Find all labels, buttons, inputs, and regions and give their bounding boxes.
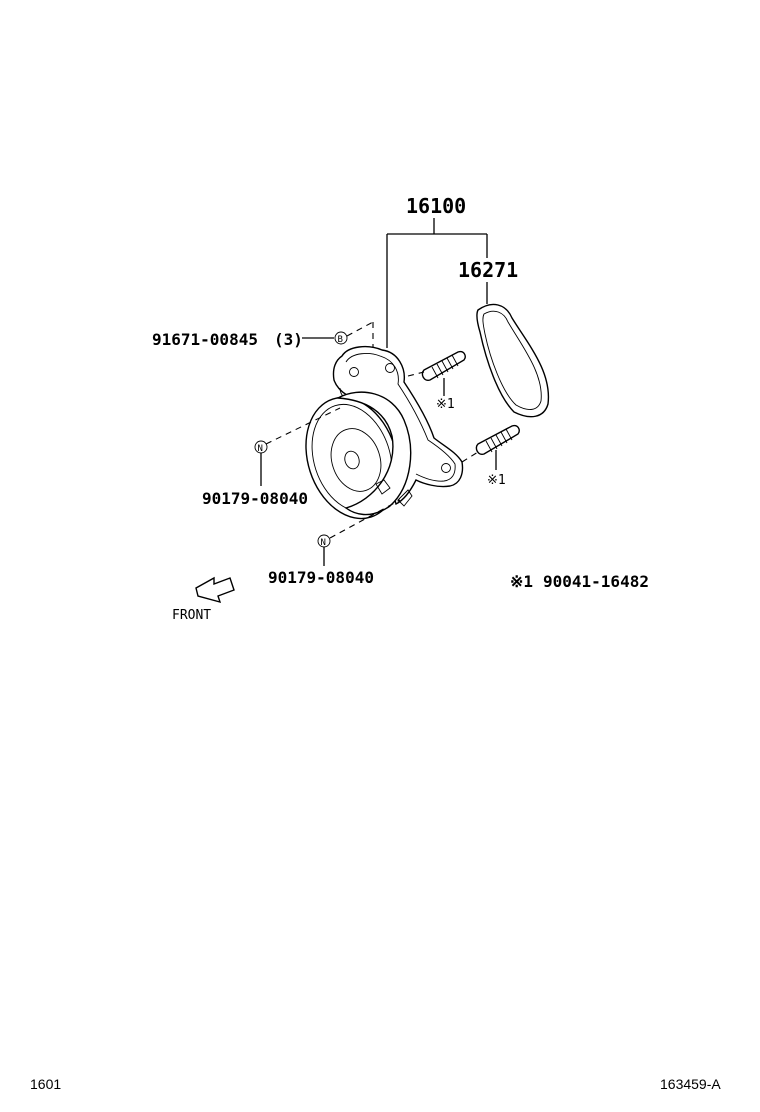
stud-upper-dash [407, 371, 425, 377]
water-pump-pulley[interactable] [291, 385, 413, 530]
nut-lower-part-number[interactable]: 90179-08040 [268, 568, 374, 587]
bolt-part-number[interactable]: 91671-00845 [152, 330, 258, 349]
nut-lower-dash [329, 499, 401, 539]
bolt-symbol-letter: B [338, 335, 343, 345]
nut-upper-part-number[interactable]: 90179-08040 [202, 489, 308, 508]
stud-lower-dash [461, 451, 479, 463]
gasket-part-number[interactable]: 16271 [458, 258, 518, 282]
nut-symbol-upper[interactable]: N [254, 440, 268, 454]
stud-bolt-upper[interactable] [421, 350, 466, 382]
bolt-symbol[interactable]: B [334, 331, 348, 345]
bolt-dash-1 [346, 321, 374, 337]
legend-part-number[interactable]: 90041-16482 [543, 572, 649, 591]
nut-lower-letter: N [321, 538, 326, 548]
bolt-quantity: (3) [274, 330, 303, 349]
assembly-leader [386, 218, 488, 348]
nut-symbol-lower[interactable]: N [317, 534, 331, 548]
nut-upper-dash [265, 407, 341, 445]
front-label: FRONT [172, 608, 211, 623]
nut-upper-letter: N [258, 444, 263, 454]
stud-bolt-lower[interactable] [475, 424, 520, 456]
stud-upper-marker: ※1 [436, 397, 455, 412]
gasket-ring[interactable] [476, 303, 550, 418]
legend-marker: ※1 [510, 572, 533, 591]
stud-lower-marker: ※1 [487, 473, 506, 488]
assembly-part-number[interactable]: 16100 [406, 194, 466, 218]
page-code: 1601 [30, 1076, 61, 1092]
diagram-id: 163459-A [660, 1076, 721, 1092]
front-arrow-icon [195, 576, 235, 604]
